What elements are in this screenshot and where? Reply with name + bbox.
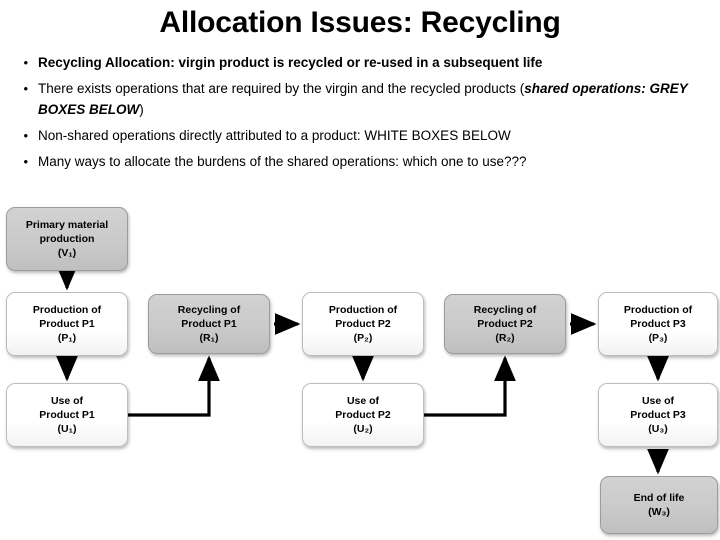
bullet-item: • There exists operations that are requir… <box>0 78 720 120</box>
diagram-node-p2[interactable]: Production of Product P2 (P₂) <box>302 292 424 356</box>
node-label-line: Use of <box>346 395 380 407</box>
node-label-line: (P₂) <box>353 332 373 344</box>
diagram-node-v1[interactable]: Primary material production (V₁) <box>6 207 128 271</box>
diagram-node-r1[interactable]: Recycling of Product P1 (R₁) <box>148 294 270 354</box>
node-label-line: Use of <box>50 395 84 407</box>
diagram-node-u2[interactable]: Use of Product P2 (U₂) <box>302 383 424 447</box>
bullet-item: • Recycling Allocation: virgin product is… <box>0 52 720 73</box>
node-label-line: (R₂) <box>495 332 515 344</box>
page-title: Allocation Issues: Recycling <box>159 6 561 39</box>
node-label-line: Recycling of <box>177 304 241 316</box>
bullet-text-run: ) <box>139 102 144 117</box>
node-label-line: Recycling of <box>473 304 537 316</box>
node-label-line: Primary material <box>25 219 109 231</box>
bullet-text: Non-shared operations directly attribute… <box>38 125 710 146</box>
bullet-item: • Many ways to allocate the burdens of th… <box>0 151 720 172</box>
diagram-node-u3[interactable]: Use of Product P3 (U₃) <box>598 383 718 447</box>
node-label-line: Product P2 <box>335 318 391 330</box>
node-label-line: (U₃) <box>648 423 668 435</box>
bullet-text: Many ways to allocate the burdens of the… <box>38 151 710 172</box>
bullet-marker-icon: • <box>23 81 28 96</box>
node-label-line: Product P3 <box>630 409 686 421</box>
connector-u1-to-r1 <box>128 355 220 417</box>
diagram-node-r2[interactable]: Recycling of Product P2 (R₂) <box>444 294 566 354</box>
bullet-text-run: Many ways to allocate the burdens of the… <box>38 154 527 169</box>
connector-u2-to-r2 <box>424 355 516 417</box>
node-label-line: Production of <box>328 304 398 316</box>
node-label-line: End of life <box>633 492 685 504</box>
node-label-line: Product P2 <box>477 318 533 330</box>
node-label-line: (V₁) <box>57 247 77 259</box>
diagram-node-p1[interactable]: Production of Product P1 (P₁) <box>6 292 128 356</box>
bullet-marker-icon: • <box>23 128 28 143</box>
node-label-line: (U₂) <box>353 423 373 435</box>
node-label-line: (W₃) <box>648 506 670 518</box>
bullet-marker-icon: • <box>23 55 28 70</box>
node-label-line: Production of <box>32 304 102 316</box>
diagram-node-w3[interactable]: End of life (W₃) <box>600 476 718 534</box>
bullet-text: Recycling Allocation: virgin product is … <box>38 52 710 73</box>
node-label-line: Production of <box>623 304 693 316</box>
diagram-node-p3[interactable]: Production of Product P3 (P₃) <box>598 292 718 356</box>
node-label-line: Product P1 <box>39 409 95 421</box>
bullet-text-run: Non-shared operations directly attribute… <box>38 128 511 143</box>
bullet-text-run: There exists operations that are require… <box>38 81 525 96</box>
bullet-item: • Non-shared operations directly attribut… <box>0 125 720 146</box>
node-label-line: Product P1 <box>39 318 95 330</box>
diagram-node-u1[interactable]: Use of Product P1 (U₁) <box>6 383 128 447</box>
node-label-line: (U₁) <box>57 423 77 435</box>
node-label-line: Product P3 <box>630 318 686 330</box>
node-label-line: Use of <box>641 395 675 407</box>
bullet-list: • Recycling Allocation: virgin product is… <box>0 52 720 177</box>
bullet-marker-icon: • <box>23 154 28 169</box>
node-label-line: (R₁) <box>199 332 219 344</box>
bullet-text: There exists operations that are require… <box>38 78 710 120</box>
bullet-text-run: shared operations: GREY BOXES BELOW <box>38 81 688 117</box>
node-label-line: (P₁) <box>57 332 77 344</box>
node-label-line: production <box>39 233 95 245</box>
node-label-line: (P₃) <box>648 332 668 344</box>
node-label-line: Product P2 <box>335 409 391 421</box>
bullet-text-run: Recycling Allocation: virgin product is … <box>38 55 543 70</box>
node-label-line: Product P1 <box>181 318 237 330</box>
